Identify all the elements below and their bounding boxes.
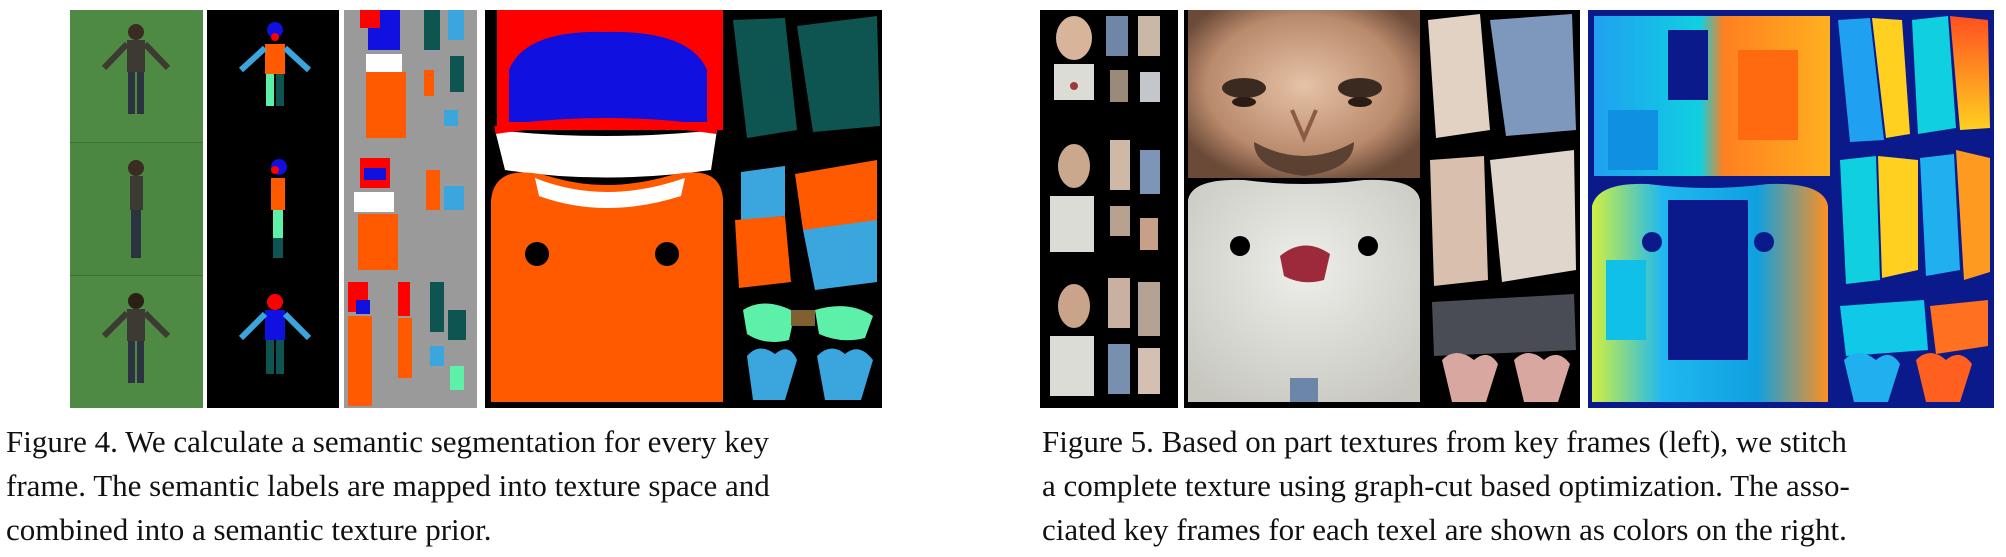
caption-line: Figure 5. Based on part textures from ke… [1042,424,1847,459]
figure4-texture-space-labels [344,10,477,408]
figure5-keyframe-color-map [1588,10,1994,408]
caption-line: a complete texture using graph-cut based… [1042,468,1850,503]
person-figure-1 [101,24,171,114]
figure5-keyframe-part-textures [1040,10,1178,408]
segmented-person-3 [238,294,312,374]
person-figure-3 [101,293,171,383]
figure4-keyframe-photos [70,10,203,408]
figure5-caption: Figure 5. Based on part textures from ke… [1042,420,1996,552]
figure4-caption: Figure 4. We calculate a semantic segmen… [6,420,950,552]
figure4-segmentation-frames [207,10,339,408]
segmented-person-1 [238,22,312,106]
caption-line: frame. The semantic labels are mapped in… [6,468,770,503]
caption-line: ciated key frames for each texel are sho… [1042,512,1847,547]
caption-line: combined into a semantic texture prior. [6,512,492,547]
caption-line: Figure 4. We calculate a semantic segmen… [6,424,770,459]
figure4-semantic-texture-prior [485,10,882,408]
figure5-stitched-texture [1184,10,1580,408]
person-figure-2 [128,160,144,258]
segmented-person-2 [271,159,287,258]
